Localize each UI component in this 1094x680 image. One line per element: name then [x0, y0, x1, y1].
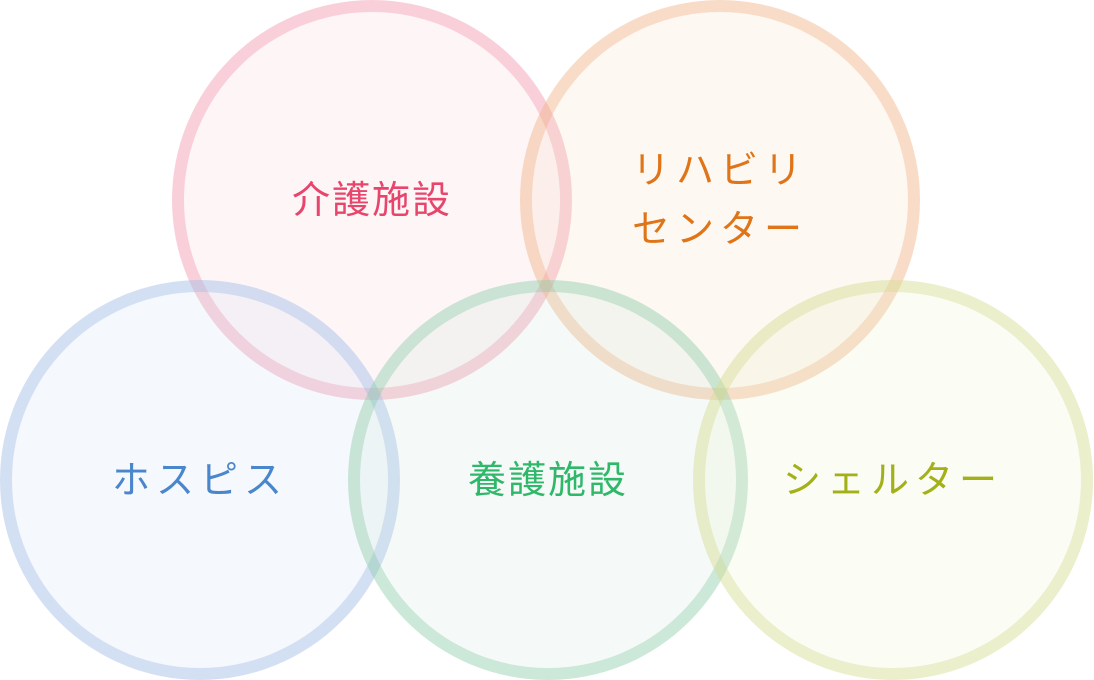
label-yogo: 養護施設 — [467, 457, 628, 502]
circle-hospice: ホスピス — [0, 280, 400, 680]
label-rehab: リハビリ センター — [631, 148, 808, 251]
label-kaigo: 介護施設 — [291, 177, 452, 222]
circle-shelter: シェルター — [693, 280, 1093, 680]
circle-yogo: 養護施設 — [348, 280, 748, 680]
label-hospice: ホスピス — [111, 457, 288, 502]
label-shelter: シェルター — [782, 457, 1003, 502]
